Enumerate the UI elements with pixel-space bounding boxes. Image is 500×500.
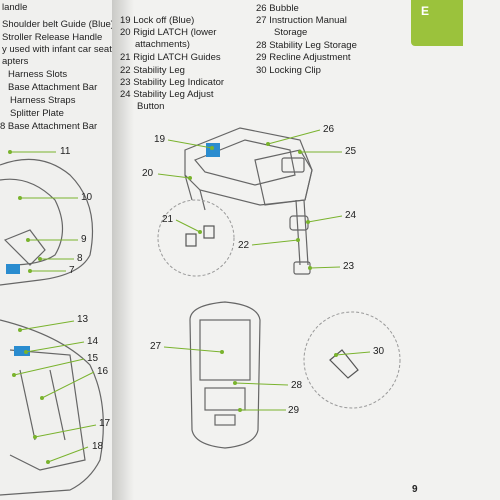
- blue-lockoff-mark: [206, 143, 220, 157]
- legend-line: 22 Stability Leg: [120, 65, 185, 76]
- legend-line: Button: [137, 101, 165, 112]
- right-page: [112, 0, 500, 500]
- locking-clip-drawing: [329, 349, 359, 379]
- section-tab: E: [411, 0, 463, 46]
- page-gutter: [112, 0, 134, 500]
- legend-line: 27 Instruction Manual: [256, 15, 347, 26]
- callout-label: 18: [92, 441, 104, 452]
- left-line: landle: [2, 2, 28, 13]
- legend-line: 23 Stability Leg Indicator: [120, 77, 225, 88]
- blue-guide-mark: [14, 346, 30, 356]
- left-line: Harness Slots: [8, 69, 68, 80]
- legend-line: 30 Locking Clip: [256, 65, 321, 76]
- callout-label: 24: [345, 210, 357, 221]
- callout-label: 15: [87, 353, 99, 364]
- left-line: Base Attachment Bar: [8, 82, 98, 93]
- latch-guides-drawing: [185, 225, 215, 247]
- callout-label: 22: [238, 240, 250, 251]
- callout-label: 28: [291, 380, 303, 391]
- detail-circle-guides: [157, 199, 235, 277]
- car-seat-drawing: [0, 158, 104, 496]
- left-line: apters: [2, 56, 29, 67]
- section-tab-label: E: [421, 4, 430, 18]
- callout-label: 23: [343, 261, 355, 272]
- left-line: Harness Straps: [10, 95, 76, 106]
- callout-label: 8: [77, 253, 83, 264]
- legend-line: 21 Rigid LATCH Guides: [120, 52, 221, 63]
- callout-label: 29: [288, 405, 300, 416]
- callout-label: 30: [373, 346, 385, 357]
- callout-label: 20: [142, 168, 154, 179]
- legend-line: Storage: [274, 27, 308, 38]
- legend-line: 28 Stability Leg Storage: [256, 40, 357, 51]
- left-line: Shoulder belt Guide (Blue): [2, 19, 114, 30]
- callout-label: 14: [87, 336, 99, 347]
- legend-line: 24 Stability Leg Adjust: [120, 89, 214, 100]
- base-bottom-drawing: [189, 301, 261, 449]
- blue-release-mark: [6, 264, 20, 274]
- callout-label: 11: [60, 146, 71, 157]
- callout-label: 13: [77, 314, 89, 325]
- callout-label: 16: [97, 366, 109, 377]
- legend-line: 20 Rigid LATCH (lower: [120, 27, 217, 38]
- callout-label: 9: [81, 234, 87, 245]
- callout-label: 7: [69, 265, 75, 276]
- left-line: 8 Base Attachment Bar: [0, 121, 98, 132]
- callout-label: 19: [154, 134, 166, 145]
- left-line: Stroller Release Handle: [2, 32, 103, 43]
- callout-label: 10: [81, 192, 93, 203]
- callout-label: 26: [323, 124, 335, 135]
- left-line: Splitter Plate: [10, 108, 64, 119]
- left-page: landle Shoulder belt Guide (Blue) Stroll…: [0, 0, 128, 500]
- legend-line: attachments): [135, 39, 190, 50]
- callout-label: 27: [150, 341, 162, 352]
- legend-line: 19 Lock off (Blue): [120, 15, 195, 26]
- leader-lines: [8, 129, 371, 464]
- detail-circle-clip: [303, 311, 401, 409]
- legend-line: 26 Bubble: [256, 3, 299, 14]
- legend-line: 29 Recline Adjustment: [256, 52, 351, 63]
- callout-label: 25: [345, 146, 357, 157]
- callout-label: 21: [162, 214, 174, 225]
- page-number: 9: [412, 484, 418, 495]
- callout-label: 17: [99, 418, 111, 429]
- left-line: y used with infant car seat: [2, 44, 112, 55]
